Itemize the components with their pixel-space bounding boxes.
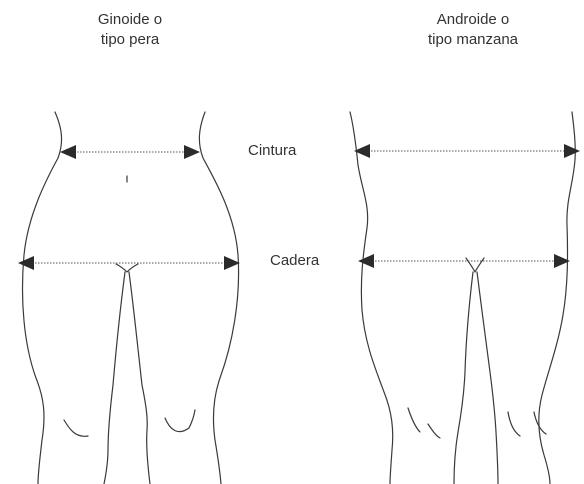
gynoid-left-outline (23, 112, 62, 484)
gynoid-right-outline (199, 112, 238, 484)
android-crotch-line (466, 258, 484, 272)
gynoid-left-knee (64, 420, 88, 436)
android-body-figure (350, 112, 575, 484)
android-right-inner-leg (477, 272, 498, 484)
android-hip-arrow (358, 254, 570, 268)
gynoid-waist-arrow (60, 145, 200, 159)
android-left-inner-leg (454, 272, 473, 484)
android-left-knee (408, 408, 440, 438)
gynoid-body-figure (23, 112, 239, 484)
gynoid-hip-arrow (18, 256, 240, 270)
android-right-knee (508, 412, 546, 436)
gynoid-crotch-line (116, 264, 138, 272)
android-waist-arrow (354, 144, 580, 158)
android-right-outline (539, 112, 575, 484)
gynoid-right-knee (165, 410, 195, 432)
android-left-outline (350, 112, 393, 484)
gynoid-right-inner-leg (129, 272, 150, 484)
gynoid-left-inner-leg (104, 272, 125, 484)
